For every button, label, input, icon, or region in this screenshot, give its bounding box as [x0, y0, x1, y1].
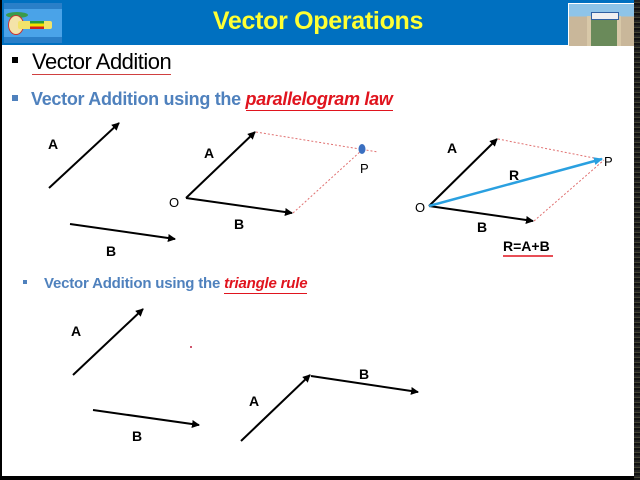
label-a: A: [48, 136, 58, 152]
slide-header: Vector Operations: [2, 0, 638, 47]
square-bullet-icon: [12, 95, 18, 102]
vector-a-arrow: [48, 122, 120, 189]
equation-r-equals-a-plus-b: R=A+B: [503, 238, 550, 254]
label-b: B: [477, 219, 487, 235]
university-logo: [4, 3, 62, 43]
construction-line-right: [292, 149, 363, 214]
label-r: R: [509, 167, 519, 183]
stray-dot: [190, 346, 192, 348]
slide-title: Vector Operations: [212, 7, 424, 35]
label-a: A: [71, 323, 81, 339]
vector-a-arrow: [240, 374, 311, 442]
label-b: B: [106, 243, 116, 259]
vector-a-arrow: [428, 138, 498, 207]
resultant-r-arrow: [428, 157, 603, 208]
point-p-marker: [358, 144, 366, 154]
bullet-vector-addition: Vector Addition: [12, 49, 172, 75]
label-b: B: [359, 366, 369, 382]
construction-line-right: [533, 159, 605, 222]
triangle-rule-emphasis: triangle rule: [224, 275, 308, 294]
vector-b-arrow: [310, 375, 419, 395]
diagram-separate-vectors-2: A B: [71, 308, 200, 444]
vector-b-arrow: [92, 409, 200, 428]
diagram-triangle-rule: A B: [240, 366, 419, 442]
construction-line-top: [497, 138, 605, 161]
campus-gate-photo: [568, 3, 638, 47]
vector-b-arrow: [185, 197, 293, 216]
vector-diagrams: A B A B O P A R B O P R=A: [48, 122, 613, 444]
diagram-separate-vectors-1: A B: [48, 122, 176, 259]
bullet-triangle-rule: Vector Addition using the triangle rule: [23, 275, 308, 294]
vector-b-arrow: [428, 205, 534, 224]
label-a: A: [249, 393, 259, 409]
label-origin: O: [169, 195, 179, 210]
parallelogram-law-emphasis: parallelogram law: [245, 89, 393, 111]
label-point-p: P: [360, 161, 369, 176]
label-b: B: [234, 216, 244, 232]
vector-a-arrow: [185, 131, 256, 199]
label-a: A: [447, 140, 457, 156]
label-point-p: P: [604, 154, 613, 169]
square-bullet-icon: [12, 57, 18, 64]
diagram-parallelogram-resultant: A R B O P R=A+B: [415, 138, 613, 257]
label-b: B: [132, 428, 142, 444]
construction-line-top: [255, 131, 379, 153]
window-edge: [634, 0, 640, 480]
bullet-parallelogram-law: Vector Addition using the parallelogram …: [12, 89, 393, 111]
vector-a-arrow: [72, 308, 144, 376]
vector-b-arrow: [69, 223, 176, 242]
square-bullet-icon: [23, 280, 27, 285]
label-a: A: [204, 145, 214, 161]
label-origin: O: [415, 200, 425, 215]
diagram-parallelogram-construction: A B O P: [169, 131, 379, 232]
